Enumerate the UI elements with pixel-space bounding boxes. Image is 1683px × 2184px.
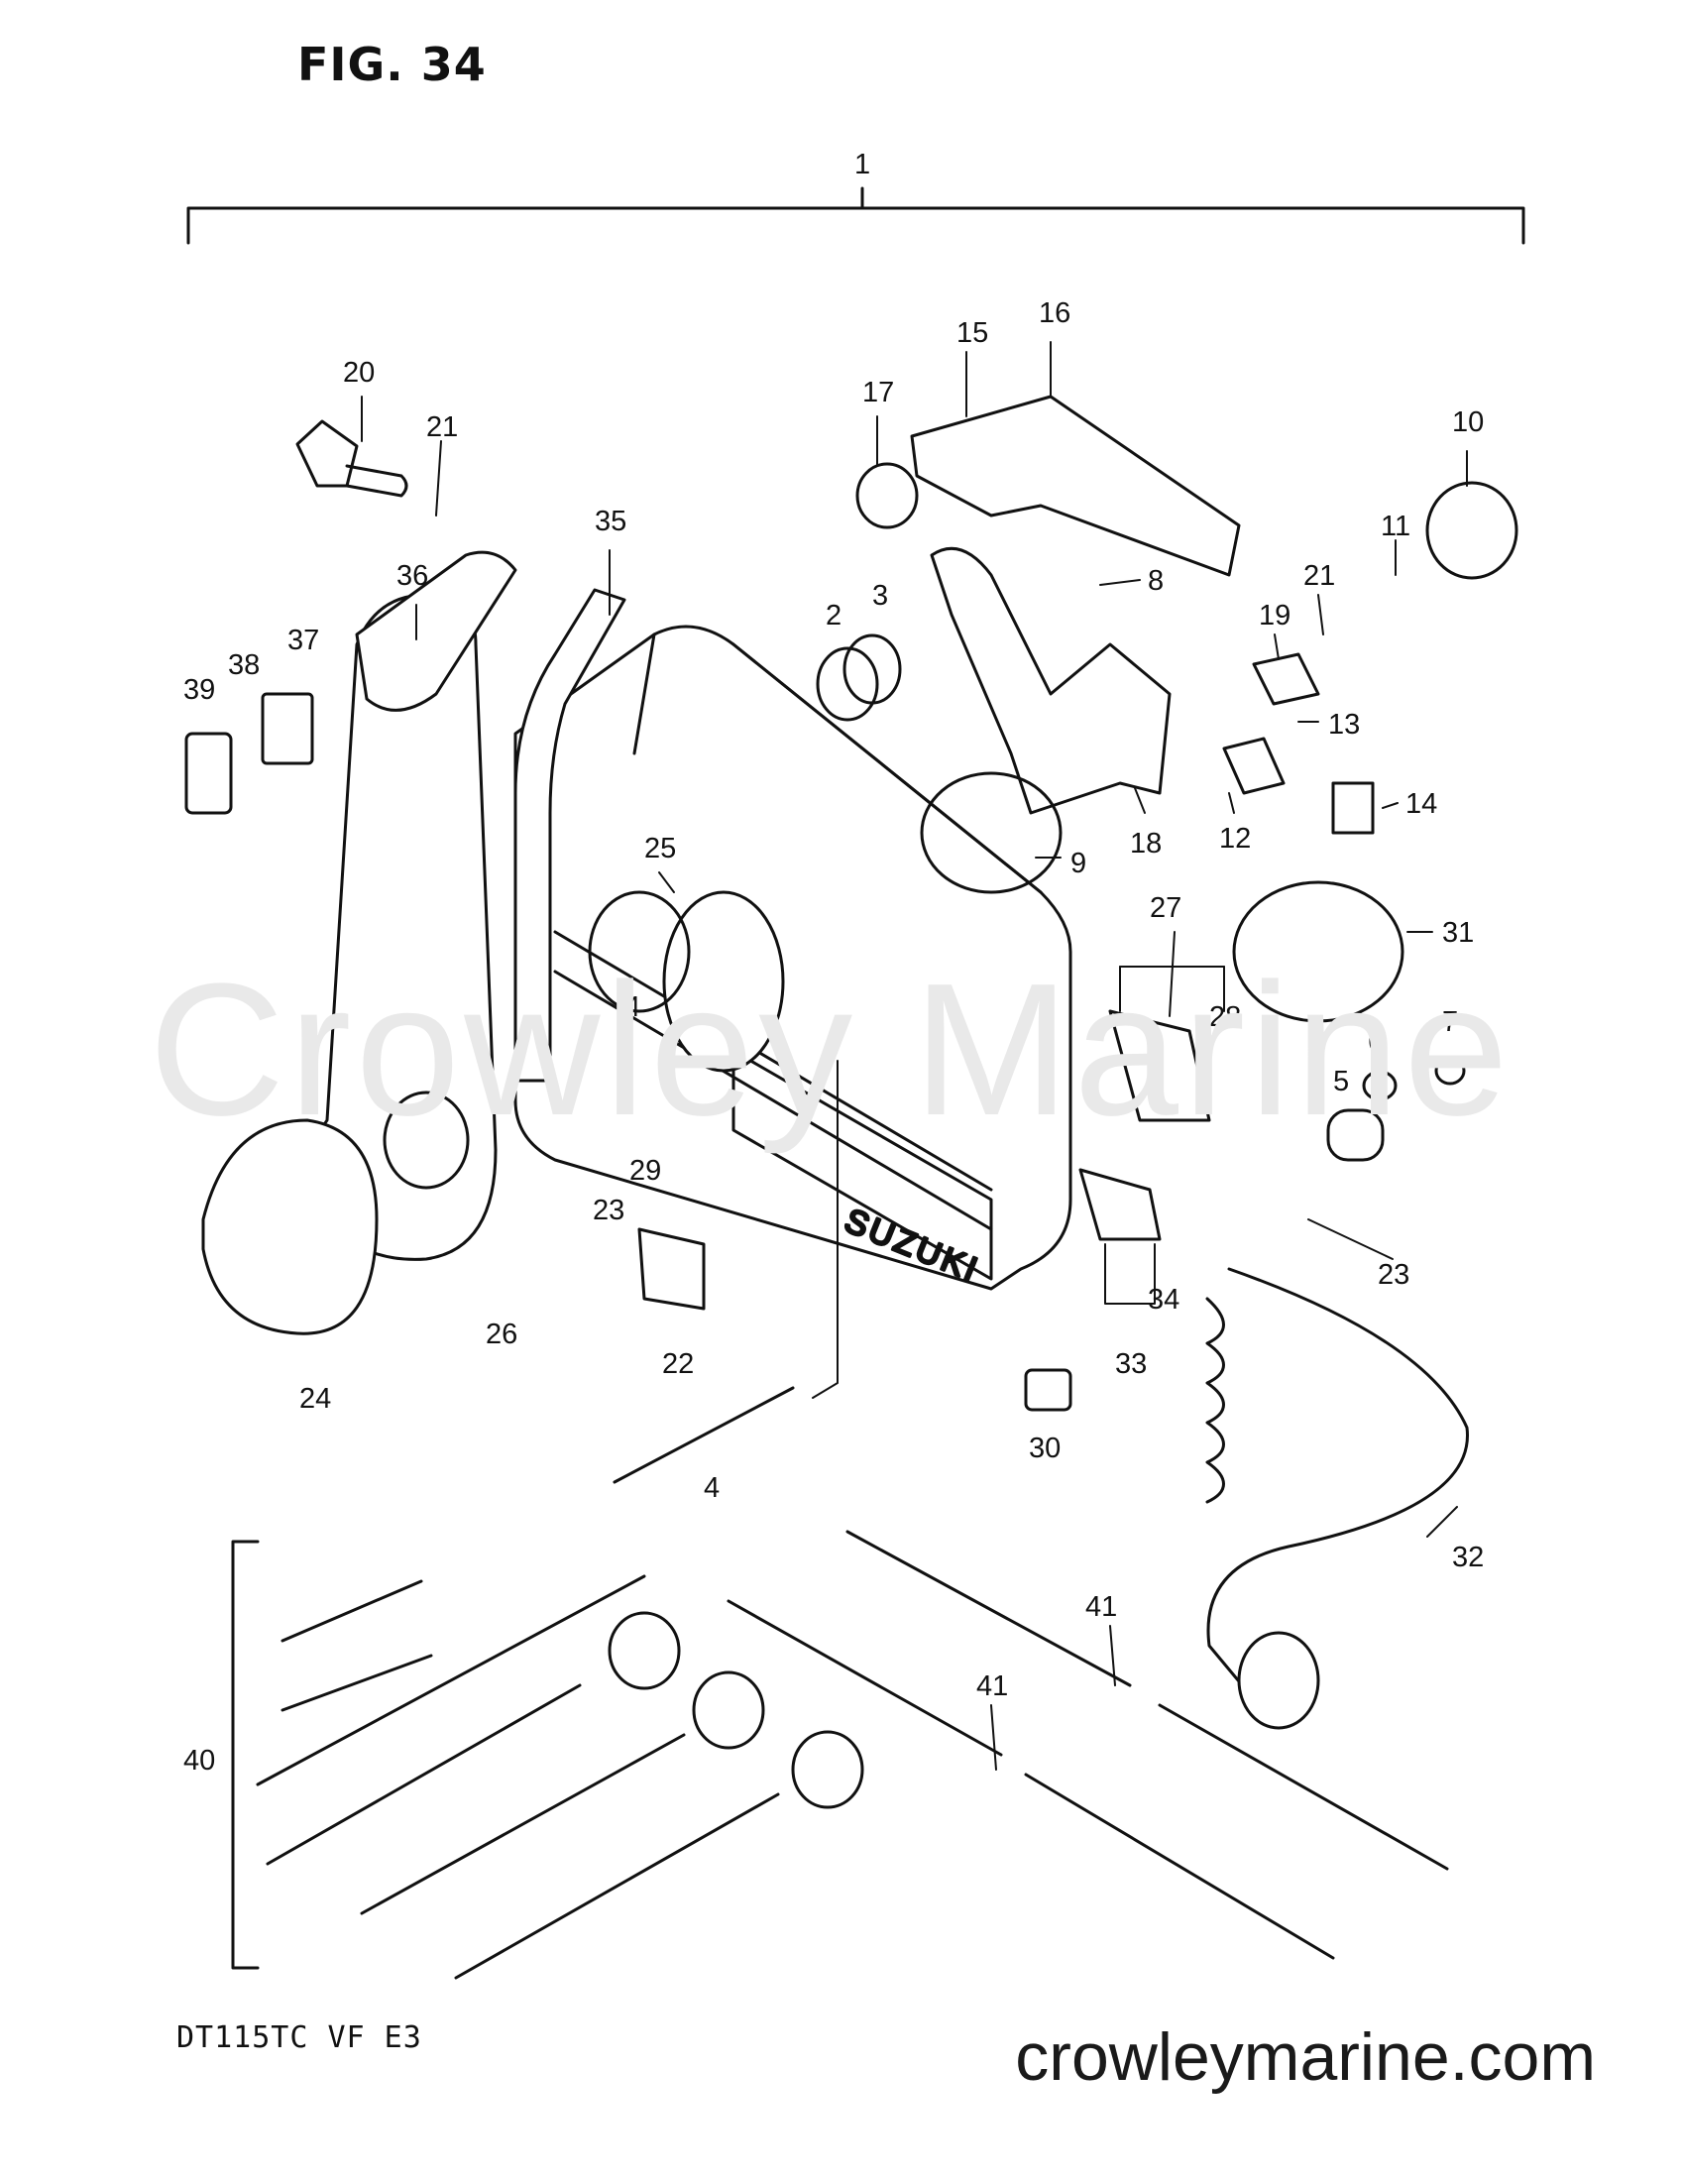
callout-24: 24 [299,1383,331,1415]
callout-14: 14 [1405,788,1437,820]
harness-plug [1237,1631,1320,1730]
oil-seal [855,462,919,529]
washer [1362,1070,1398,1101]
callout-15: 15 [956,317,988,349]
callout-13: 13 [1328,709,1360,741]
neutral-lock-bracket [513,588,626,1083]
cable-tie-bolt-1 [266,1683,582,1866]
grommet-1 [608,1611,681,1690]
tachometer-connector [1078,1168,1162,1241]
callout-21: 21 [1303,560,1335,592]
grommet-2 [692,1670,765,1750]
control-cable-upper [845,1530,1449,1871]
main-harness-cord [1206,1267,1469,1707]
callout-33: 33 [1115,1348,1147,1380]
callout-21: 21 [426,411,458,443]
bushing [816,646,879,722]
callout-36: 36 [396,560,428,592]
callout-28: 28 [1209,1001,1241,1033]
handle-sleeve [355,550,517,712]
callout-26: 26 [486,1319,517,1350]
callout-9: 9 [1070,848,1086,879]
switch-cover [184,732,233,815]
callout-38: 38 [228,649,260,681]
cam [1252,652,1320,706]
callout-41: 41 [1085,1591,1117,1623]
emergency-stop-lanyard [1205,1297,1225,1504]
side-cover [201,1118,379,1335]
callout-19: 19 [1259,600,1290,632]
callout-18: 18 [1130,828,1162,860]
assembly-bracket [186,186,1525,245]
harness-clip [637,1227,706,1311]
long-bolt [613,1386,795,1484]
cable-tie-long [256,1574,646,1786]
callout-4: 4 [624,991,640,1023]
callout-34: 34 [1148,1284,1179,1316]
callout-41: 41 [976,1670,1008,1702]
cable-tie-medium [280,1654,433,1712]
cable-tie-short [280,1579,423,1643]
callout-31: 31 [1442,917,1474,949]
callout-29: 29 [629,1155,661,1187]
callout-22: 22 [662,1348,694,1380]
callout-17: 17 [862,377,894,408]
cable-tie-bolt-3 [454,1792,780,1980]
friction-plate [662,890,785,1073]
handle-knob [295,419,408,498]
callout-12: 12 [1219,823,1251,855]
retainer-ring [1425,481,1518,580]
watermark-text: Crowley Marine [149,945,1513,1155]
trim-switch [261,692,314,765]
shift-lever [930,546,1172,815]
wire-harness-connector [1108,1009,1211,1122]
throttle-arm-plate [910,395,1241,577]
control-cable-lower [727,1599,1335,1960]
callout-37: 37 [287,625,319,656]
callout-7: 7 [1442,1006,1458,1038]
callout-5: 5 [1333,1066,1349,1097]
spacer [1326,1108,1385,1162]
leader-lines [361,341,1468,1771]
callout-2: 2 [826,600,842,632]
thrust-washer [920,771,1063,894]
callout-1: 1 [854,149,870,180]
callout-3: 3 [872,580,888,612]
stopper [1222,737,1286,795]
callout-11: 11 [1381,511,1410,542]
callout-20: 20 [343,357,375,389]
callout-30: 30 [1029,1433,1061,1464]
neutral-cover [1232,880,1404,1023]
callout-35: 35 [595,506,626,537]
cord-holder [1024,1368,1072,1412]
micro-switch [1331,781,1375,835]
callout-6: 6 [1368,1026,1384,1058]
callout-23: 23 [593,1195,624,1226]
bushing-flange [842,633,902,705]
nut [1434,1056,1466,1086]
callout-8: 8 [1148,565,1164,597]
figure-title: FIG. 34 [297,38,487,91]
website-link[interactable]: crowleymarine.com [1015,2019,1596,2095]
callout-39: 39 [183,674,215,706]
callout-27: 27 [1150,892,1181,924]
callout-32: 32 [1452,1542,1484,1573]
callout-25: 25 [644,833,676,864]
model-code: DT115TC VF E3 [176,2020,422,2055]
callout-4: 4 [704,1472,720,1504]
kit-bracket [231,1540,260,1970]
grommet-3 [791,1730,864,1809]
callout-labels: 1 20 21 35 36 37 38 39 15 16 17 10 11 8 … [183,149,1484,1777]
callout-10: 10 [1452,406,1484,438]
callout-40: 40 [183,1745,215,1777]
callout-16: 16 [1039,297,1070,329]
cable-tie-bolt-2 [360,1733,686,1915]
callout-23: 23 [1378,1259,1409,1291]
